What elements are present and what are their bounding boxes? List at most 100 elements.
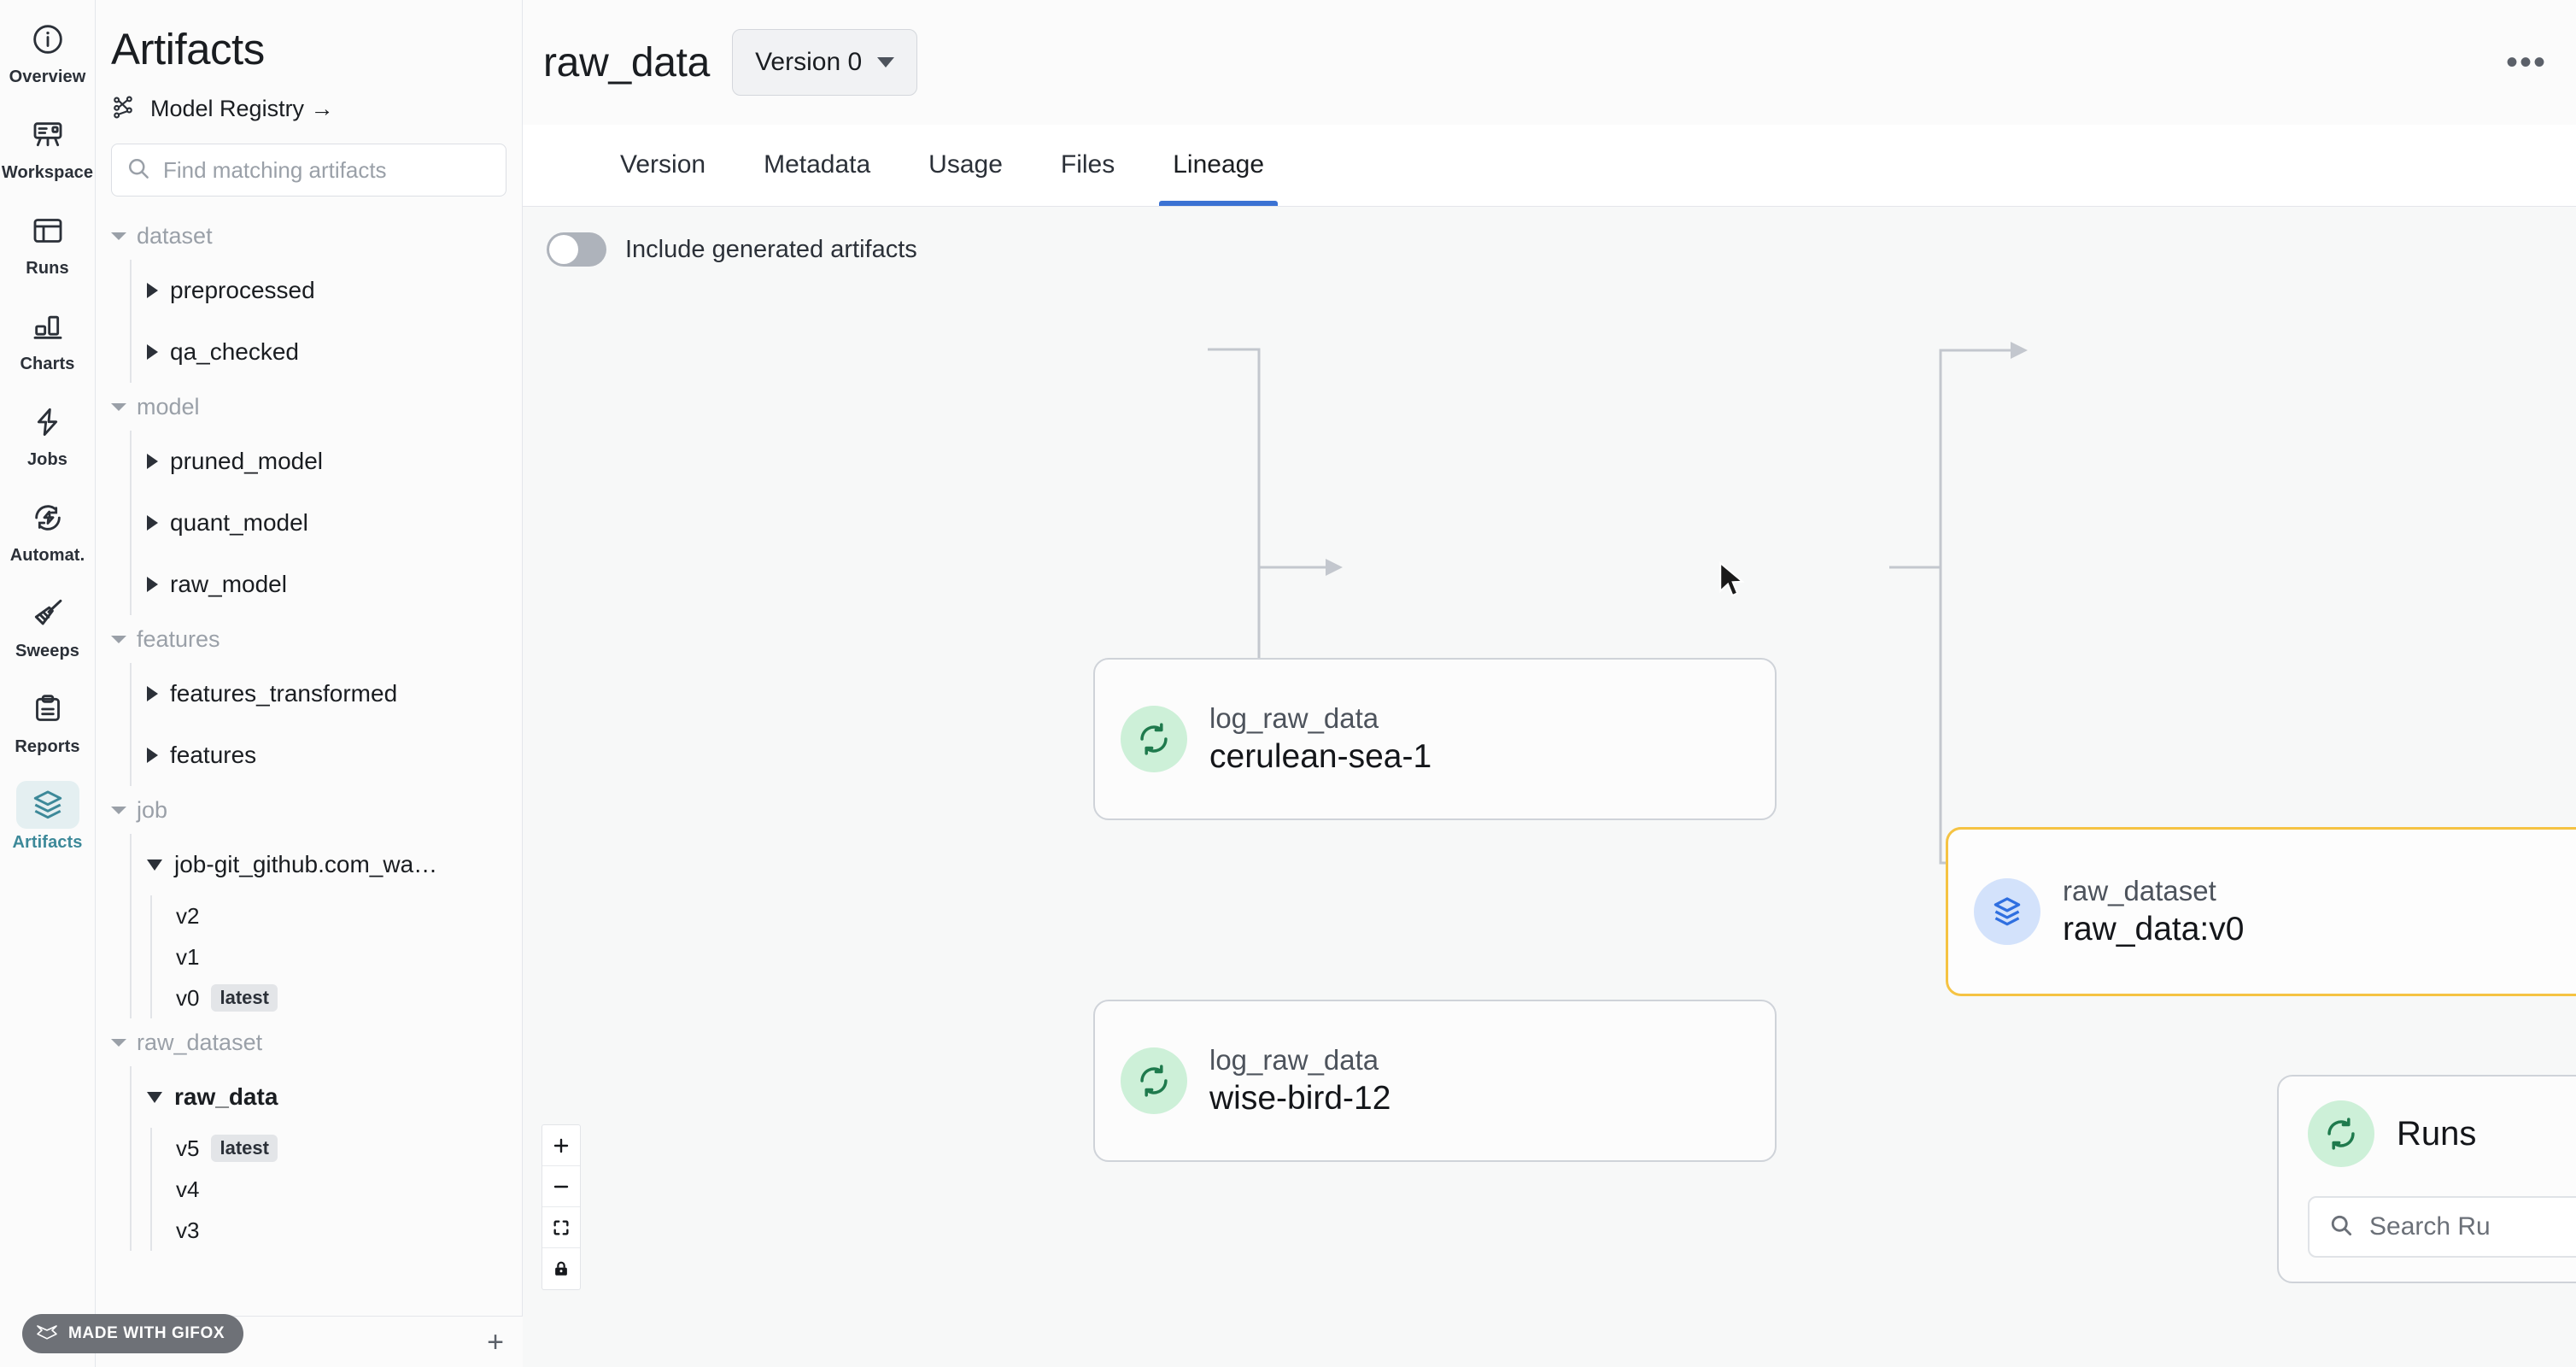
nav-item-runs[interactable]: Runs [3,207,92,279]
nav-label-workspace: Workspace [1,163,94,182]
nav-item-artifacts[interactable]: Artifacts [3,781,92,853]
version-label: v2 [176,902,200,929]
tree-group-label: raw_dataset [137,1029,263,1055]
search-icon [2328,1212,2354,1242]
triangle-right-icon[interactable] [147,748,158,763]
tree-node-quant_model[interactable]: quant_model [132,492,522,554]
include-generated-artifacts-label: Include generated artifacts [625,235,917,263]
run-refresh-icon [1121,706,1187,772]
tree-node-raw_data[interactable]: raw_data [132,1066,522,1128]
nav-item-jobs[interactable]: Jobs [3,398,92,470]
include-generated-artifacts-toggle[interactable] [547,232,606,267]
tree-node-label: raw_model [170,571,287,597]
tree-node-label: raw_data [174,1083,278,1110]
add-artifact-button[interactable]: + [487,1325,504,1358]
triangle-down-icon[interactable] [147,1091,162,1103]
triangle-right-icon[interactable] [147,577,158,592]
tree-node-jobgit_githubcom_wa[interactable]: job-git_github.com_wa… [132,834,522,895]
model-registry-link[interactable]: Model Registry → [96,74,522,125]
toggle-knob [549,235,578,264]
nav-label-automations: Automat. [9,546,85,565]
nav-label-overview: Overview [9,67,86,86]
triangle-right-icon[interactable] [147,515,158,531]
gifox-watermark-label: MADE WITH GIFOX [68,1324,225,1342]
sidebar-title: Artifacts [111,25,265,73]
version-item[interactable]: v2 [152,895,522,936]
fit-view-button[interactable] [542,1207,580,1248]
chevron-down-icon [111,232,126,240]
zoom-in-button[interactable] [542,1125,580,1166]
runs-search-input[interactable]: Search Ru [2308,1196,2576,1258]
nav-label-jobs: Jobs [26,450,68,469]
nav-item-automations[interactable]: Automat. [3,494,92,566]
tree-group-label: features [137,625,220,652]
nav-item-sweeps[interactable]: Sweeps [3,590,92,661]
tree-group-label: model [137,393,200,419]
runs-panel-header: Runs [2308,1100,2576,1167]
tree-group-raw_dataset[interactable]: raw_dataset [111,1018,522,1066]
nav-item-reports[interactable]: Reports [3,685,92,757]
tree-group-job[interactable]: job [111,786,522,834]
tree-node-qa_checked[interactable]: qa_checked [132,321,522,383]
automation-icon [16,494,79,542]
tree-node-features_transformed[interactable]: features_transformed [132,663,522,725]
tab-metadata[interactable]: Metadata [764,150,871,179]
tree-node-raw_model[interactable]: raw_model [132,554,522,615]
version-item[interactable]: v3 [152,1210,522,1251]
runs-panel[interactable]: Runs Search Ru [2277,1075,2576,1283]
triangle-right-icon[interactable] [147,283,158,298]
tab-usage[interactable]: Usage [928,150,1003,179]
tree-node-pruned_model[interactable]: pruned_model [132,431,522,492]
version-select[interactable]: Version 0 [732,29,918,96]
lineage-node-title: cerulean-sea-1 [1209,738,1432,775]
broom-icon [16,590,79,637]
tree-node-features[interactable]: features [132,725,522,786]
nav-item-overview[interactable]: Overview [3,15,92,87]
zoom-out-button[interactable] [542,1166,580,1207]
clipboard-icon [16,685,79,733]
triangle-down-icon[interactable] [147,859,162,871]
triangle-right-icon[interactable] [147,454,158,469]
overflow-menu-button[interactable]: ••• [2505,44,2547,81]
tree-group-dataset[interactable]: dataset [111,212,522,260]
include-generated-toggle-row: Include generated artifacts [547,232,917,267]
layers-icon [15,781,79,829]
nav-item-workspace[interactable]: Workspace [1,111,94,183]
gifox-fox-icon [36,1323,58,1345]
lineage-node-title: wise-bird-12 [1209,1080,1391,1117]
lock-button[interactable] [542,1248,580,1289]
tree-node-label: features [170,742,257,768]
model-registry-label: Model Registry → [150,96,334,121]
primary-nav-rail: Overview Workspace Runs [0,0,96,1367]
search-input[interactable]: Find matching artifacts [111,144,506,197]
lineage-canvas[interactable]: Include generated artifacts log_raw_data… [523,207,2576,1367]
triangle-right-icon[interactable] [147,344,158,360]
tab-lineage[interactable]: Lineage [1144,124,1293,206]
triangle-right-icon[interactable] [147,686,158,701]
version-item[interactable]: v1 [152,936,522,977]
tree-group-model[interactable]: model [111,383,522,431]
artifacts-sidebar: Artifacts Model Registry → Find matching… [96,0,523,1367]
tree-node-preprocessed[interactable]: preprocessed [132,260,522,321]
model-registry-icon [111,93,138,125]
tree-group-features[interactable]: features [111,615,522,663]
tab-version[interactable]: Version [620,150,706,179]
tree-group-children: features_transformed features [130,663,522,786]
tab-files[interactable]: Files [1060,150,1115,179]
version-item[interactable]: v4 [152,1169,522,1210]
nav-item-charts[interactable]: Charts [3,302,92,374]
